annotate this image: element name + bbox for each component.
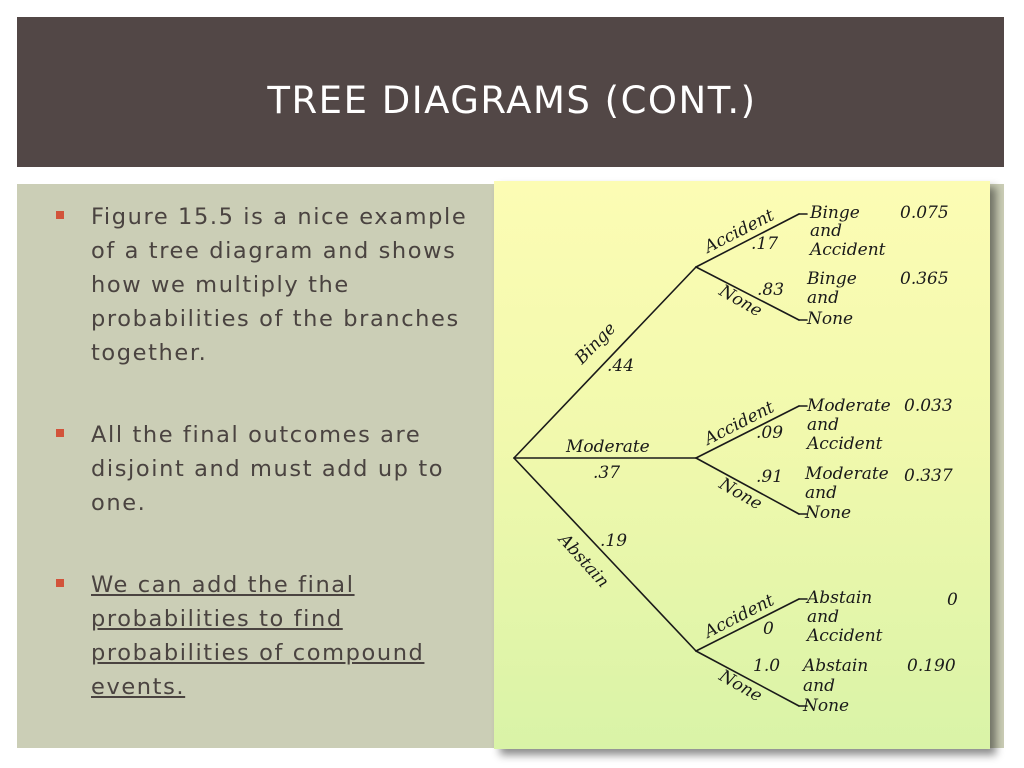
prob-moderate: .37 [593, 463, 620, 483]
outcome-line: Binge [809, 203, 860, 223]
outcome-probability: 0 [947, 590, 958, 610]
branch-binge-none [695, 266, 800, 321]
outcome-line: Moderate [806, 396, 891, 416]
prob-none: .83 [757, 280, 784, 300]
bullet-list: Figure 15.5 is a nice example of a tree … [52, 200, 492, 752]
prob-accident: .09 [756, 423, 783, 443]
outcome-probability: 0.190 [907, 656, 956, 676]
branch-abstain-none [695, 650, 800, 707]
outcome-line: and [810, 221, 842, 241]
outcome-binge-none: Binge and None 0.365 [806, 269, 949, 329]
outcome-line: Binge [806, 269, 857, 289]
bullet-item: All the final outcomes are disjoint and … [52, 418, 492, 520]
outcome-line: None [802, 696, 849, 716]
tree-diagram: Binge .44 Moderate .37 .19 Abstain Accid… [513, 203, 958, 716]
outcome-line: Moderate [804, 464, 889, 484]
outcome-line: None [806, 309, 853, 329]
outcome-probability: 0.075 [900, 203, 949, 223]
outcome-probability: 0.033 [904, 396, 953, 416]
prob-accident: .17 [751, 234, 778, 254]
outcome-line: Accident [805, 626, 883, 646]
prob-accident: 0 [763, 619, 774, 639]
branch-moderate-none [695, 457, 800, 515]
bullet-text: Figure 15.5 is a nice example of a tree … [91, 204, 468, 366]
outcome-line: and [807, 607, 839, 627]
outcome-line: Accident [808, 240, 886, 260]
bullet-text: All the final outcomes are disjoint and … [91, 422, 445, 516]
square-bullet-icon [56, 429, 64, 437]
prob-binge: .44 [607, 356, 634, 376]
bullet-item: We can add the final probabilities to fi… [52, 568, 492, 704]
outcome-line: and [807, 288, 839, 308]
outcome-line: None [804, 503, 851, 523]
outcome-abstain-accident: Abstain and Accident 0 [805, 588, 958, 646]
label-moderate: Moderate [565, 437, 650, 457]
outcome-line: Accident [805, 434, 883, 454]
bullet-text: We can add the final probabilities to fi… [91, 572, 425, 700]
outcome-line: and [805, 483, 837, 503]
outcome-moderate-none: Moderate and None 0.337 [804, 464, 953, 523]
prob-none: 1.0 [753, 656, 780, 676]
outcome-line: Abstain [801, 656, 868, 676]
slide-title: TREE DIAGRAMS (CONT.) [267, 79, 757, 122]
square-bullet-icon [56, 579, 64, 587]
title-bar [17, 17, 1004, 167]
outcome-probability: 0.365 [900, 269, 949, 289]
prob-abstain: .19 [600, 531, 627, 551]
outcome-probability: 0.337 [904, 466, 953, 486]
outcome-moderate-accident: Moderate and Accident 0.033 [805, 396, 953, 454]
bullet-item: Figure 15.5 is a nice example of a tree … [52, 200, 492, 370]
branch-binge [513, 266, 697, 459]
outcome-binge-accident: Binge and Accident 0.075 [808, 203, 949, 260]
tree-diagram-figure: Binge .44 Moderate .37 .19 Abstain Accid… [494, 181, 990, 749]
outcome-abstain-none: Abstain and None 0.190 [801, 656, 956, 716]
branch-abstain [513, 457, 697, 652]
prob-none: .91 [756, 467, 783, 487]
outcome-line: and [803, 676, 835, 696]
outcome-line: and [807, 415, 839, 435]
branch-binge-accident [695, 213, 800, 268]
branch-abstain-accident [695, 598, 800, 652]
square-bullet-icon [56, 211, 64, 219]
branch-moderate-accident [695, 405, 800, 459]
outcome-line: Abstain [805, 588, 872, 608]
